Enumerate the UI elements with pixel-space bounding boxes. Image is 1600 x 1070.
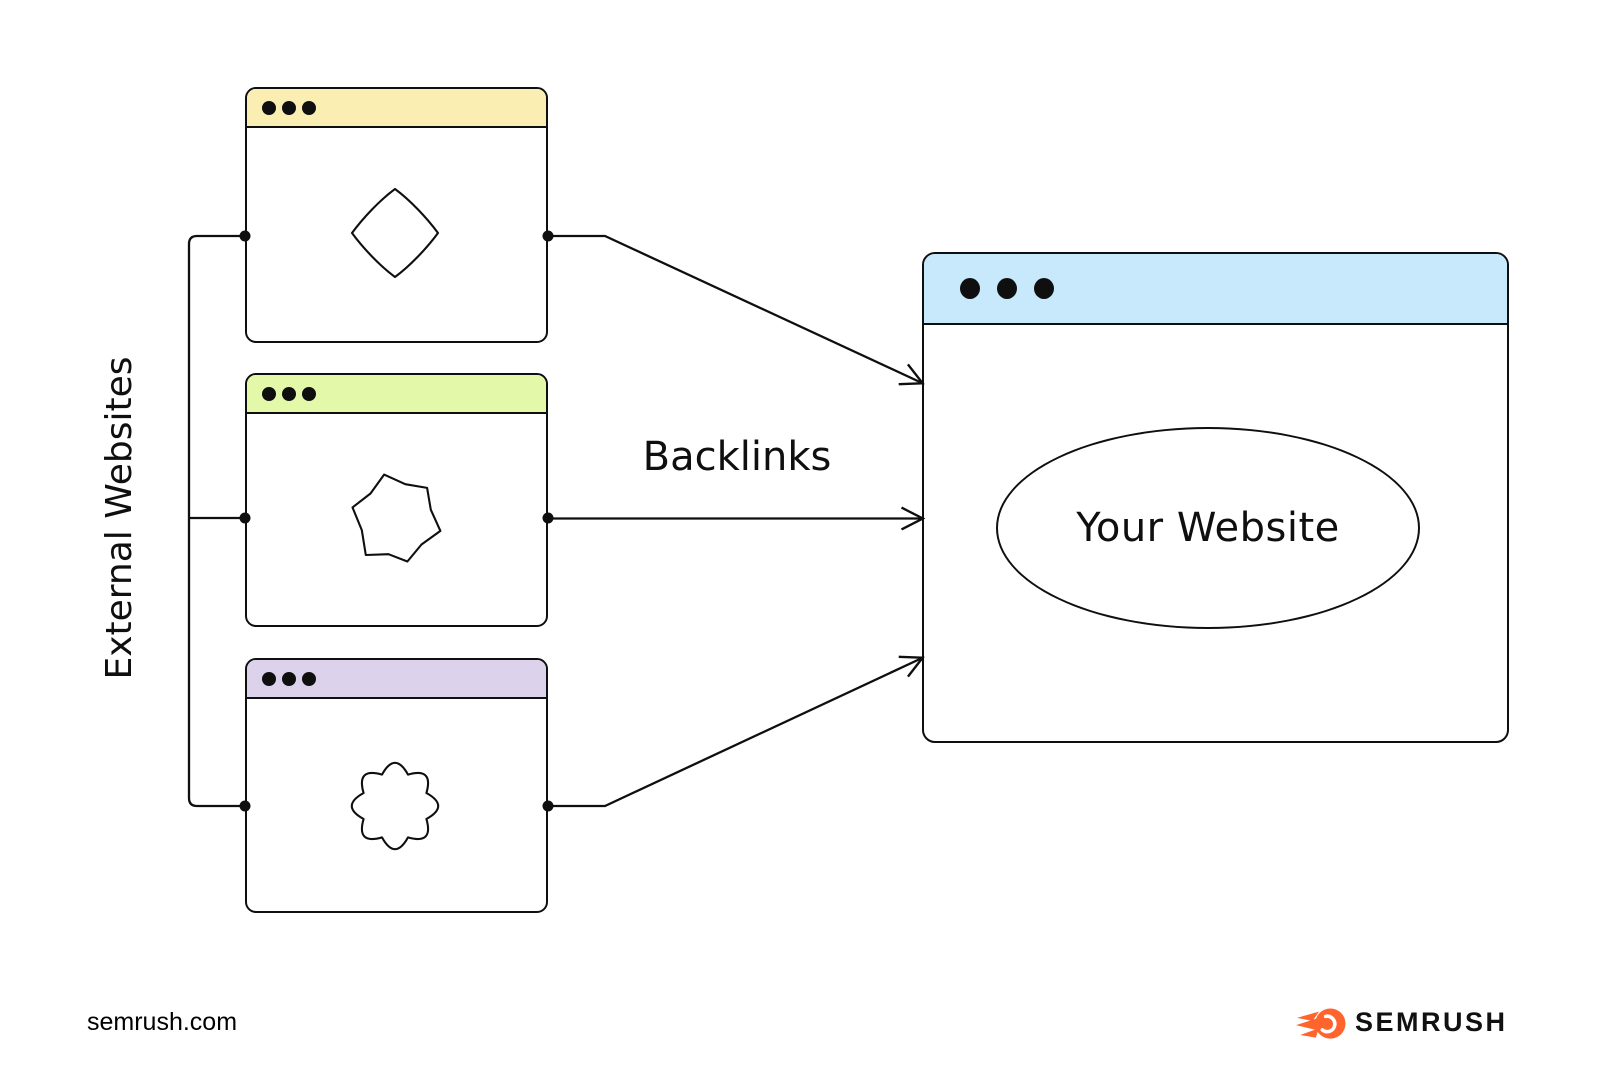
external-website-window-3 — [245, 658, 548, 913]
external-websites-label: External Websites — [99, 356, 140, 680]
your-website-window: Your Website — [922, 252, 1509, 743]
your-website-label: Your Website — [1076, 505, 1340, 551]
window-titlebar — [247, 89, 546, 128]
window-dots-icon — [262, 100, 322, 115]
external-website-window-2 — [245, 373, 548, 627]
semrush-flame-icon — [1296, 1008, 1346, 1039]
your-website-ellipse: Your Website — [996, 427, 1420, 629]
source-url-text: semrush.com — [87, 1008, 238, 1036]
window-dots-icon — [262, 386, 322, 401]
brand-name-text: SEMRUSH — [1355, 1006, 1508, 1037]
window-titlebar — [247, 375, 546, 414]
backlink-arrow-1 — [548, 234, 921, 383]
backlink-arrow-3 — [548, 659, 921, 808]
window-dots-icon — [960, 278, 1071, 299]
external-group-bracket — [187, 234, 245, 808]
window-titlebar — [247, 660, 546, 699]
semrush-logo: SEMRUSH — [1296, 1002, 1508, 1042]
external-website-window-1 — [245, 87, 548, 343]
window-titlebar — [924, 254, 1507, 325]
window-dots-icon — [262, 671, 322, 686]
backlinks-label: Backlinks — [642, 434, 832, 480]
